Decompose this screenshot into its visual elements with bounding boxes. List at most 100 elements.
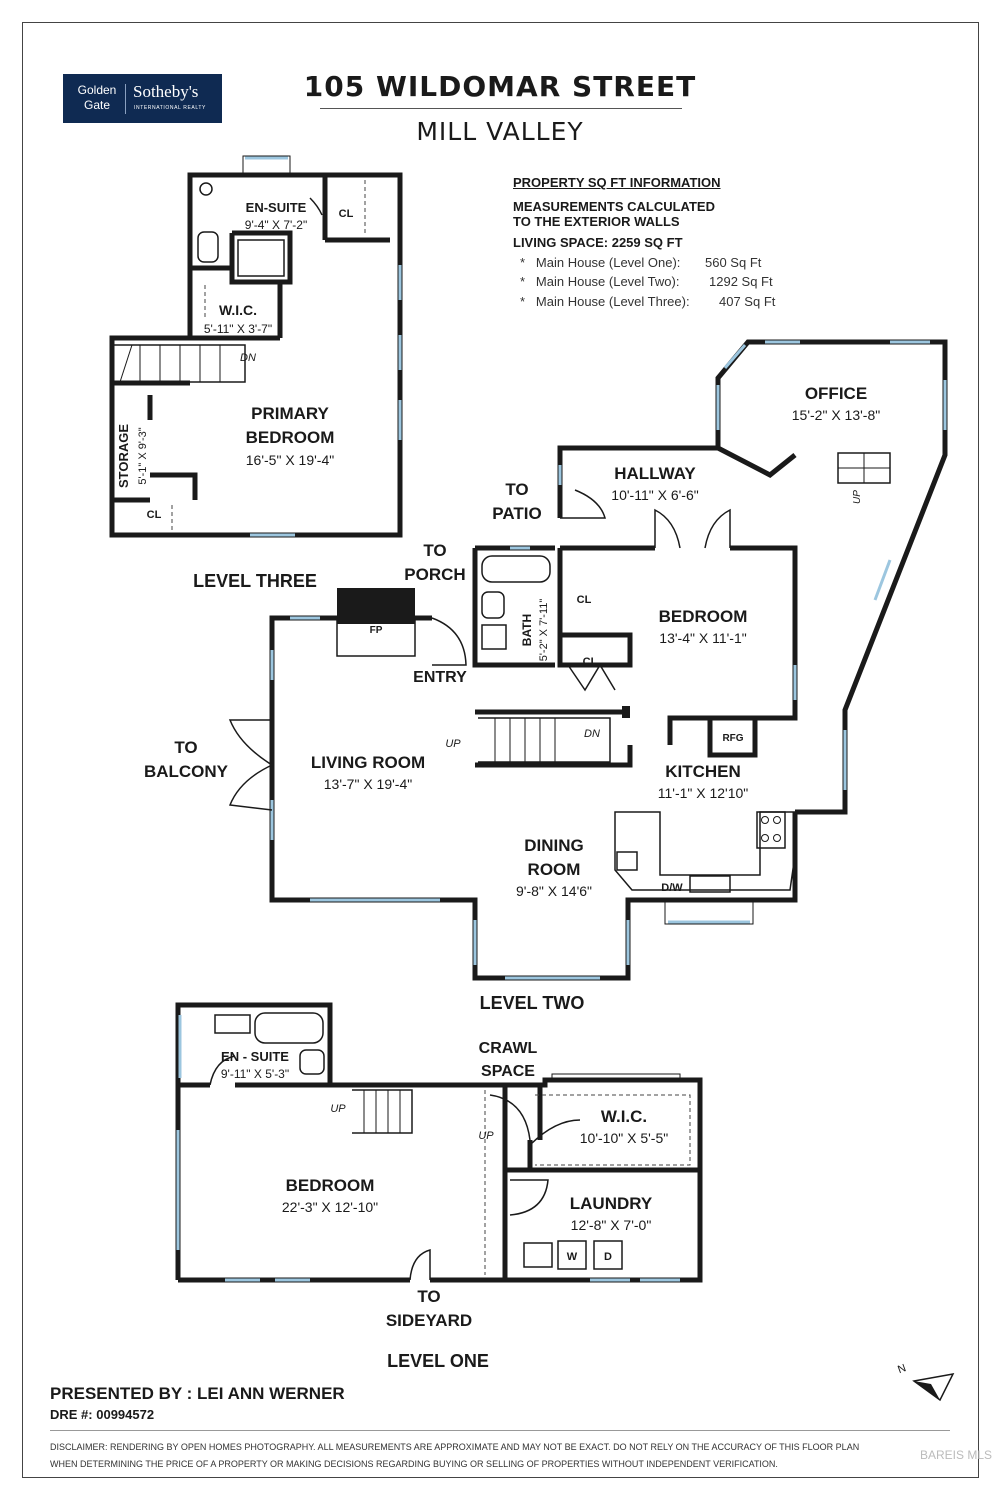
wic-1-dim: 10'-10" X 5'-5" <box>580 1130 668 1146</box>
level-one-plan: EN - SUITE 9'-11" X 5'-3" CRAWL SPACE UP… <box>175 1002 703 1371</box>
level-three-label: LEVEL THREE <box>193 571 317 591</box>
burner <box>761 834 769 842</box>
kitchen-counter <box>614 811 796 891</box>
closet-label: CL <box>339 208 354 220</box>
bathtub-fixture <box>481 555 551 583</box>
dining-room-name-2: ROOM <box>528 860 581 879</box>
page-frame <box>22 22 979 1478</box>
city-title: MILL VALLEY <box>416 117 584 146</box>
logo-divider <box>125 84 126 114</box>
to-porch-label: TO <box>423 541 446 560</box>
level-three-exterior-walls <box>109 172 403 538</box>
laundry-dim: 12'-8" X 7'-0" <box>571 1217 652 1233</box>
sqft-item-value: 1292 Sq Ft <box>709 274 773 289</box>
to-patio-label: TO <box>505 480 528 499</box>
disclaimer-line-1: DISCLAIMER: RENDERING BY OPEN HOMES PHOT… <box>50 1442 860 1452</box>
primary-bedroom-dim: 16'-5" X 19'-4" <box>246 452 334 468</box>
en-suite-1-dim: 9'-11" X 5'-3" <box>221 1067 289 1081</box>
range-fixture <box>756 811 786 849</box>
storage-name: STORAGE <box>116 424 131 488</box>
sqft-item-value: 560 Sq Ft <box>705 255 762 270</box>
fridge-enclosure <box>707 718 758 758</box>
laundry-door-swing <box>509 1179 549 1216</box>
storage-dim: 5'-1" X 9'-3" <box>137 427 149 484</box>
burner <box>761 816 769 824</box>
bedroom-2-name: BEDROOM <box>659 607 748 626</box>
bathtub-fixture <box>254 1012 324 1044</box>
north-arrow-icon: N <box>896 1362 955 1402</box>
sqft-item: * Main House (Level Three): <box>520 294 690 309</box>
stairs-up-label: UP <box>330 1103 346 1115</box>
office-angled-wall <box>716 445 797 478</box>
level-three-stairs <box>112 344 246 383</box>
dining-room-dim: 9'-8" X 14'6" <box>516 883 592 899</box>
logo-subtitle: INTERNATIONAL REALTY <box>134 105 206 111</box>
bedroom-1-dim: 22'-3" X 12'-10" <box>282 1199 378 1215</box>
presenter-name: PRESENTED BY : LEI ANN WERNER <box>50 1384 345 1403</box>
wic-3-dim: 5'-11" X 3'-7" <box>204 322 272 336</box>
hallway-name: HALLWAY <box>614 464 696 483</box>
washer-label: W <box>567 1251 578 1263</box>
sink-fixture <box>214 1014 251 1034</box>
stair-walls <box>475 709 633 768</box>
primary-bedroom-name-1: PRIMARY <box>251 404 329 423</box>
logo-brand: Sotheby's <box>133 82 199 101</box>
en-suite-3-dim: 9'-4" X 7'-2" <box>245 218 307 232</box>
stairs-down-label: DN <box>584 728 600 740</box>
sink-fixture <box>481 624 507 650</box>
sqft-heading: PROPERTY SQ FT INFORMATION <box>513 175 721 190</box>
living-room-name: LIVING ROOM <box>311 753 425 772</box>
stairs-up-label: UP <box>852 490 863 504</box>
door-swing <box>309 197 323 216</box>
sqft-living: LIVING SPACE: 2259 SQ FT <box>513 235 683 250</box>
disclaimer: DISCLAIMER: RENDERING BY OPEN HOMES PHOT… <box>50 1439 950 1473</box>
sqft-item-value: 407 Sq Ft <box>719 294 776 309</box>
toilet-fixture <box>197 231 219 263</box>
kitchen-dim: 11'-1" X 12'10" <box>658 785 749 801</box>
hallway-dim: 10'-11" X 6'-6" <box>611 487 698 503</box>
window <box>873 559 892 601</box>
stair-treads <box>139 345 221 382</box>
kitchen-name: KITCHEN <box>665 762 741 781</box>
closet-label: CL <box>577 594 592 606</box>
stair-break <box>119 344 133 383</box>
closet-label: CL <box>583 656 598 668</box>
sqft-note-2: TO THE EXTERIOR WALLS <box>513 214 680 229</box>
sideyard-door <box>409 1249 431 1281</box>
crawl-door-swing <box>489 1094 531 1141</box>
mls-watermark: BAREIS MLS <box>920 1448 993 1462</box>
window-bay <box>242 155 291 175</box>
dre-number: DRE #: 00994572 <box>50 1407 155 1422</box>
french-door-bedroom <box>654 508 731 549</box>
office-stair-treads <box>838 453 890 483</box>
sqft-note-1: MEASUREMENTS CALCULATED <box>513 199 715 214</box>
stair-treads <box>494 718 556 762</box>
window <box>723 344 747 369</box>
to-patio-label: PATIO <box>492 504 541 523</box>
storage-walls <box>112 380 198 503</box>
toilet-fixture <box>299 1049 325 1075</box>
sqft-item: * Main House (Level Two): <box>520 274 680 289</box>
column <box>622 706 630 718</box>
office-name: OFFICE <box>805 384 867 403</box>
dining-room-name-1: DINING <box>524 836 584 855</box>
to-balcony-label: BALCONY <box>144 762 229 781</box>
closet-label: CL <box>147 509 162 521</box>
burner <box>773 816 781 824</box>
sink-fixture <box>199 182 213 196</box>
sqft-item: * Main House (Level One): <box>520 255 681 270</box>
prep-sink-fixture <box>616 851 638 871</box>
toilet-fixture <box>481 591 505 619</box>
level-one-label: LEVEL ONE <box>387 1351 489 1371</box>
fireplace <box>336 617 416 657</box>
bath-closet-walls <box>557 548 633 668</box>
window-bay <box>551 1073 681 1083</box>
kitchen-bay-window <box>664 899 754 925</box>
bedroom-1-name: BEDROOM <box>286 1176 375 1195</box>
fireplace-label: FP <box>370 625 383 636</box>
stairs-up-label: UP <box>478 1130 494 1142</box>
level-two-plan: TO PATIO OFFICE 15'-2" X 13'-8" UP HALLW… <box>144 339 948 1013</box>
burner <box>773 834 781 842</box>
wic-walls <box>192 282 283 341</box>
